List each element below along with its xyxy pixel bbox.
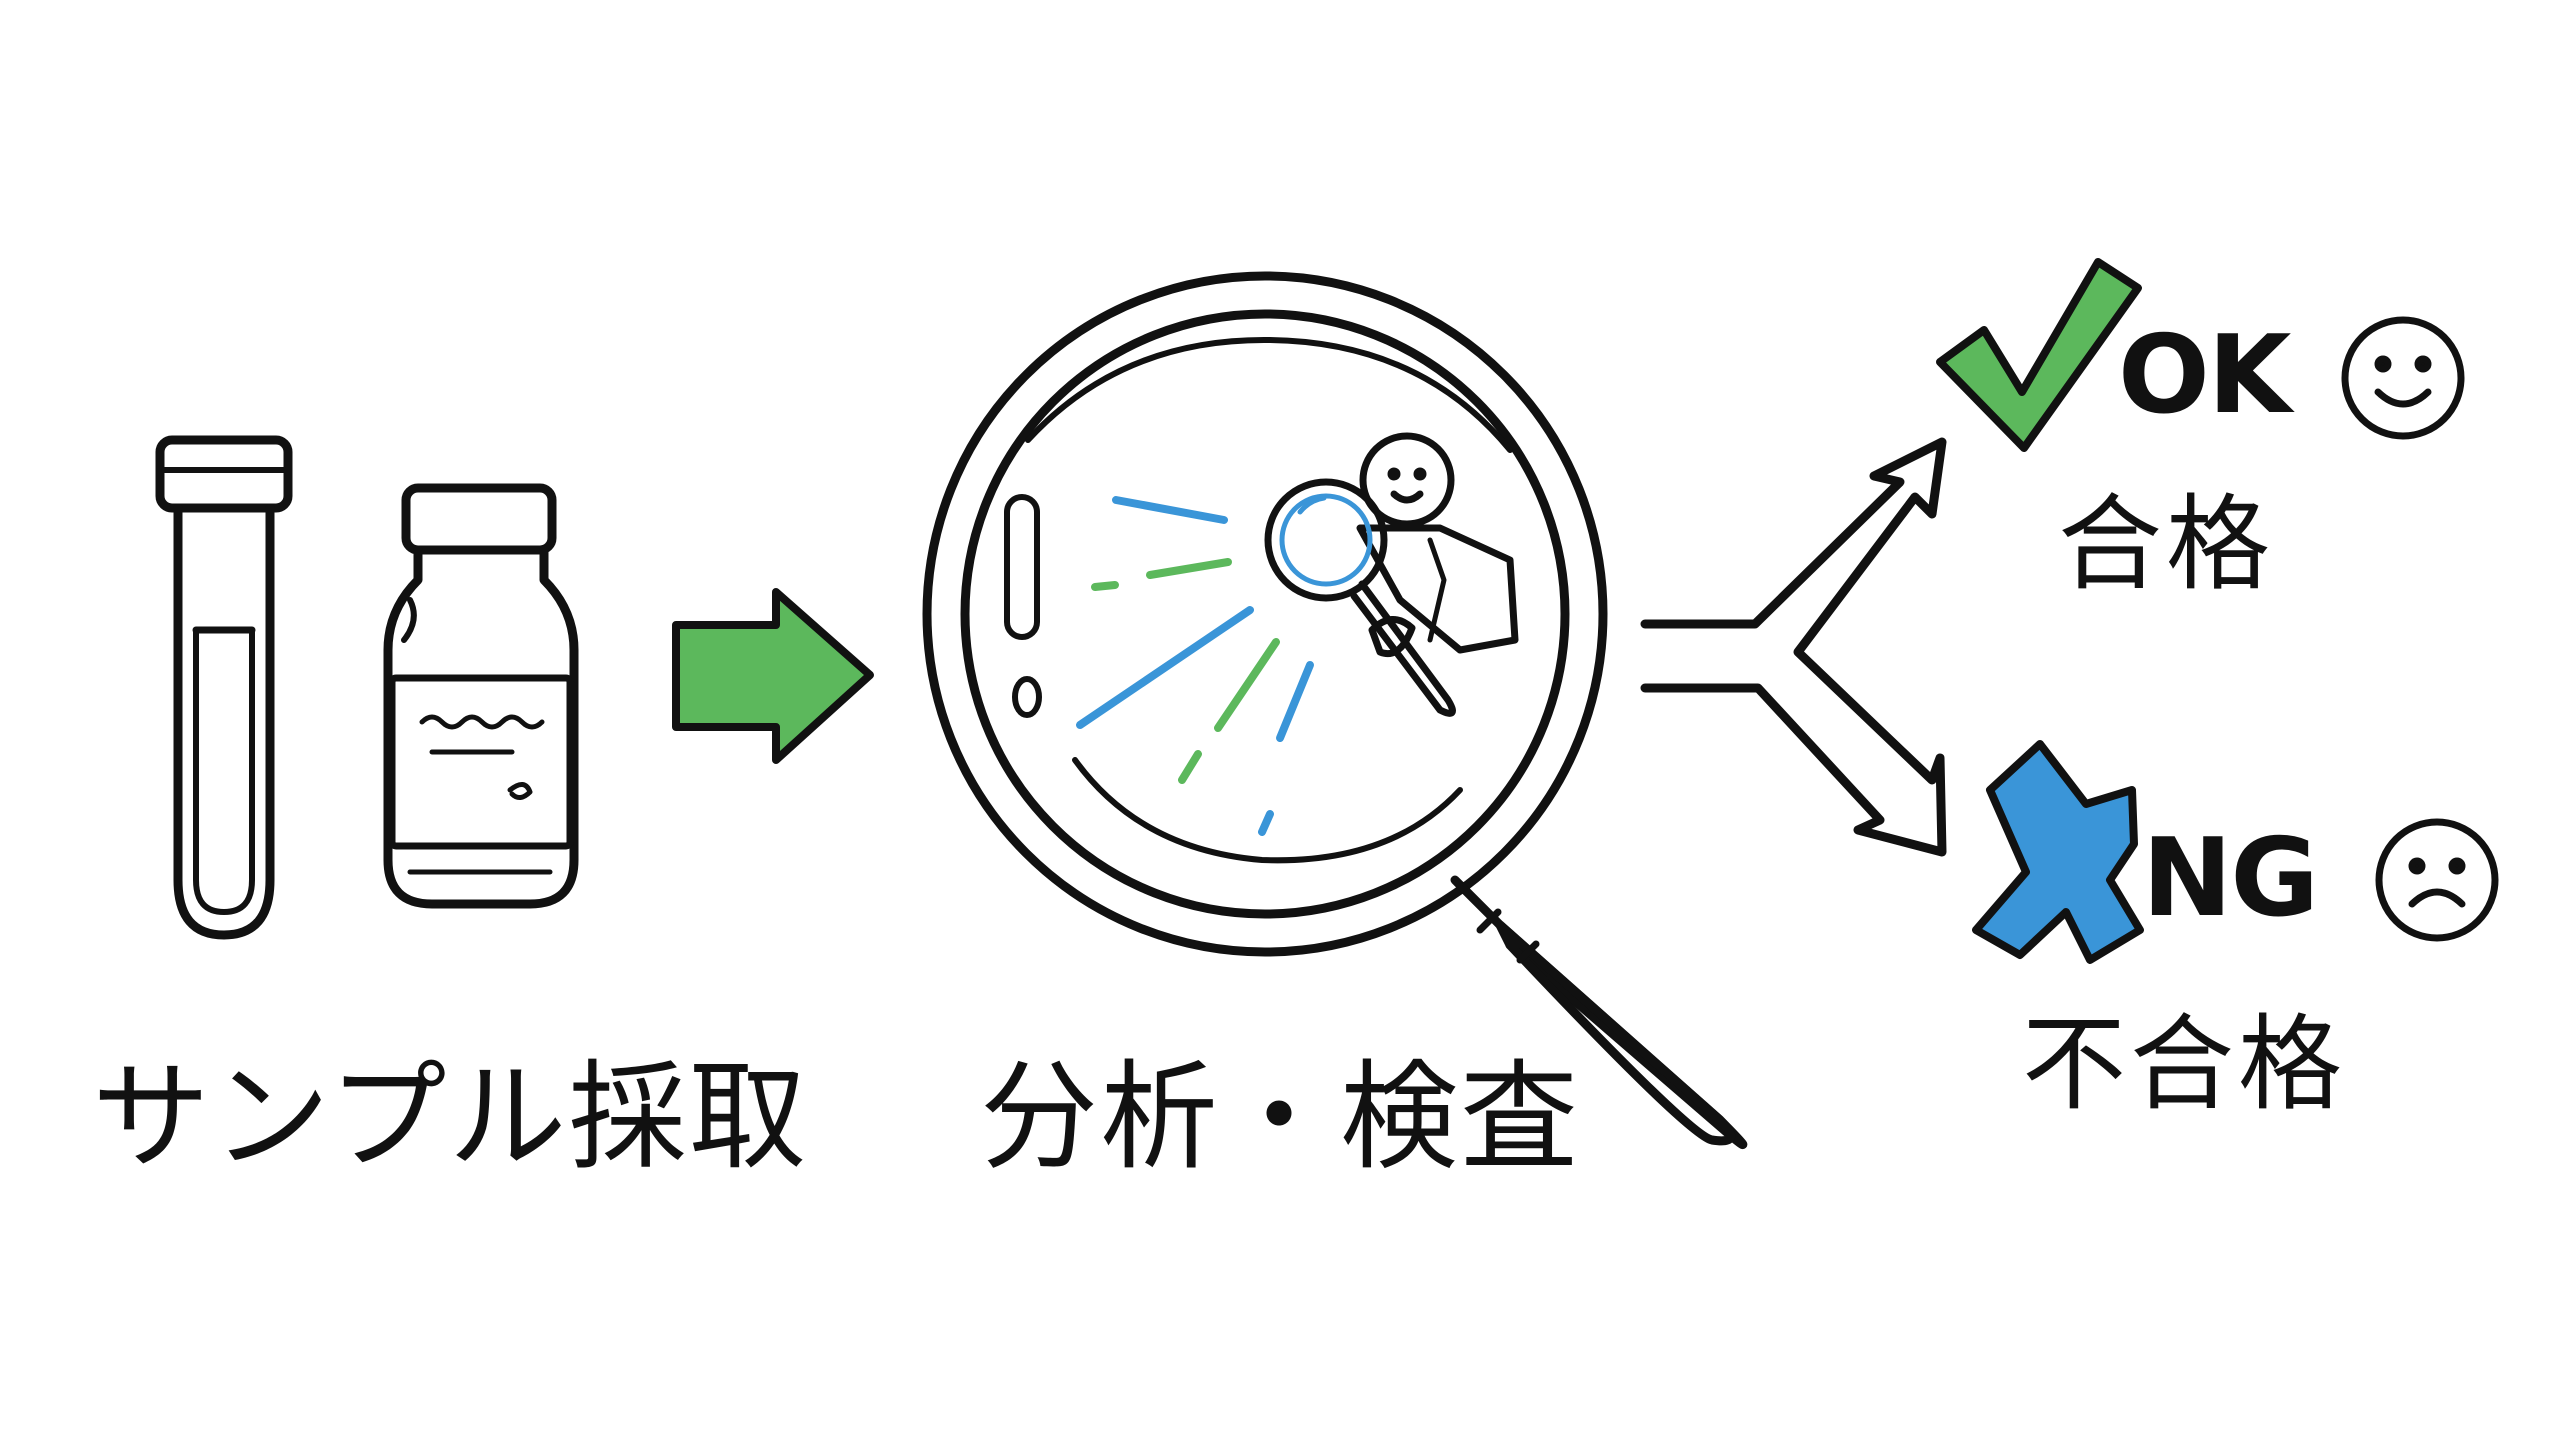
- step-label-sampling: サンプル採取: [92, 1048, 809, 1186]
- branch-arrow-icon: [1640, 437, 1947, 857]
- result-ng-code: NG: [2142, 816, 2319, 941]
- magnifying-glass-icon: [922, 271, 1748, 1149]
- smiley-face-icon: [2341, 316, 2465, 440]
- right-arrow-icon: [672, 588, 874, 764]
- result-ok-code: OK: [2118, 313, 2291, 438]
- lens-streaks: [1076, 496, 1314, 836]
- cross-mark-icon: [1972, 740, 2144, 964]
- test-tube-icon: [155, 435, 293, 940]
- scientist-icon: [1264, 432, 1519, 717]
- result-ok-label: 合格: [2058, 483, 2275, 605]
- step-label-analysis: 分析・検査: [980, 1048, 1581, 1186]
- result-ng-label: 不合格: [2022, 1003, 2347, 1125]
- vial-icon: [383, 483, 579, 909]
- check-mark-icon: [1936, 258, 2142, 452]
- sad-face-icon: [2375, 818, 2499, 942]
